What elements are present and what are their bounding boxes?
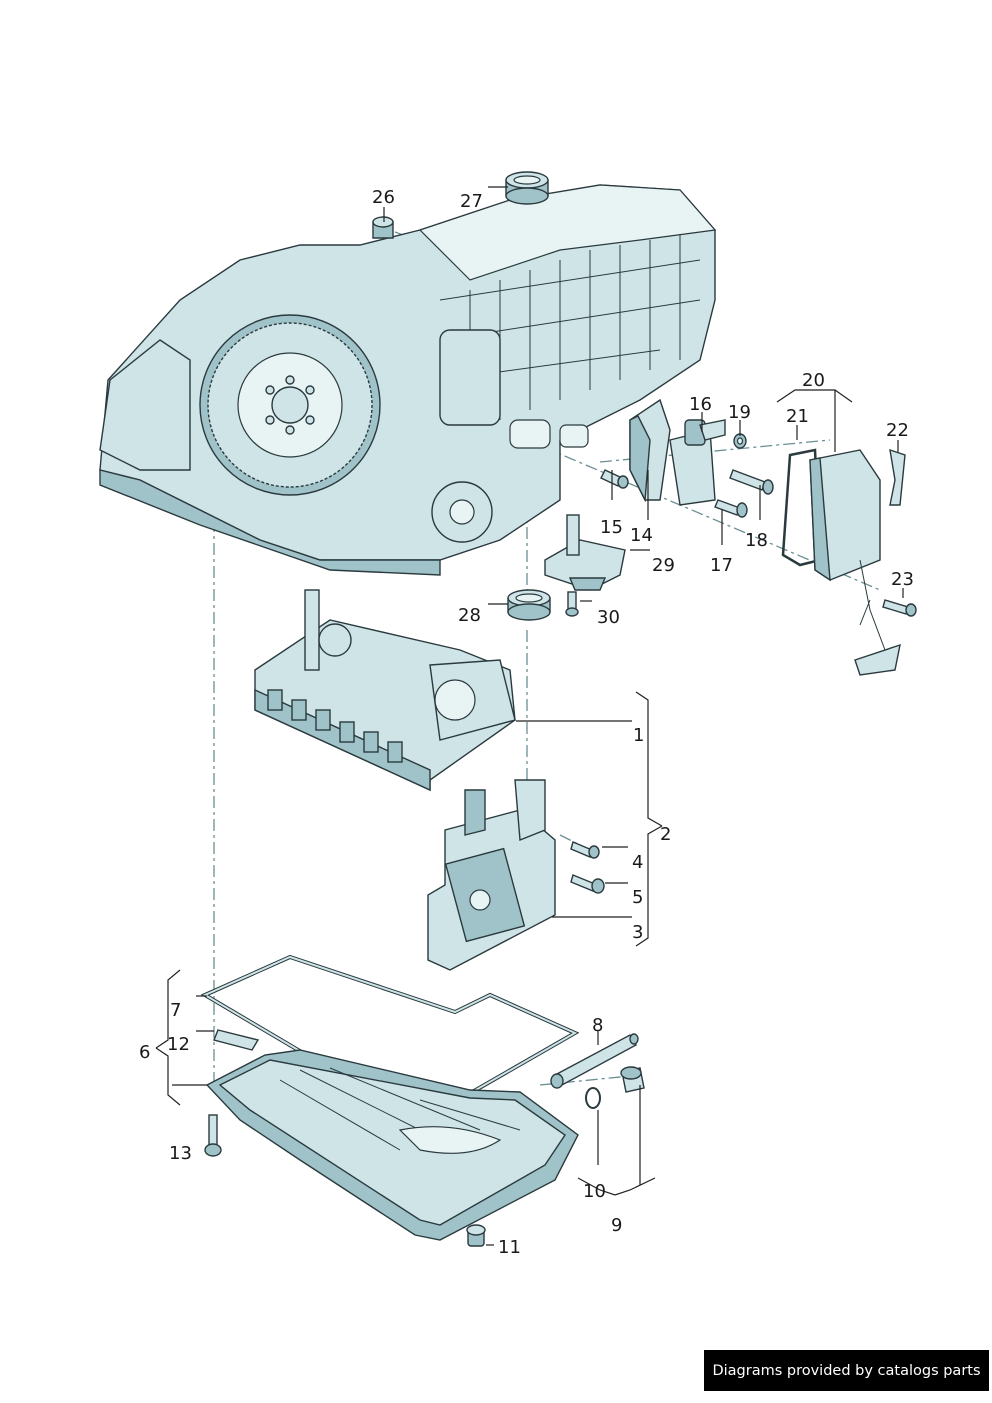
callout-20: 20 <box>802 370 825 391</box>
callout-4: 4 <box>632 852 643 873</box>
part-6-oil-pan <box>205 1049 579 1241</box>
callout-28: 28 <box>458 605 481 626</box>
callout-18: 18 <box>745 530 768 551</box>
attribution-text: Diagrams provided by catalogs parts <box>712 1362 981 1379</box>
callout-21: 21 <box>786 406 809 427</box>
callout-19: 19 <box>728 402 751 423</box>
callout-17: 17 <box>710 555 733 576</box>
part-13-bolt <box>204 1114 222 1157</box>
part-29-sensor <box>544 514 626 591</box>
part-10-o-ring <box>585 1087 601 1109</box>
part-14-bracket <box>629 398 671 503</box>
part-21-gasket <box>781 448 822 567</box>
callout-15: 15 <box>600 517 623 538</box>
flywheel-bolts <box>265 375 315 435</box>
callout-8: 8 <box>592 1015 603 1036</box>
callout-9: 9 <box>611 1215 622 1236</box>
part-22-clip <box>889 448 906 506</box>
part-1-valve-body <box>254 589 516 792</box>
part-18-bolt <box>729 469 774 495</box>
callout-7: 7 <box>170 1000 181 1021</box>
callout-16: 16 <box>689 394 712 415</box>
attribution-banner: Diagrams provided by catalogs parts <box>704 1350 989 1391</box>
part-9-plug <box>620 1066 645 1093</box>
part-3-control-unit <box>427 779 556 971</box>
part-8-tube <box>550 1033 639 1089</box>
callout-27: 27 <box>460 191 483 212</box>
part-28-seal <box>507 589 551 621</box>
callout-13: 13 <box>169 1143 192 1164</box>
callout-23: 23 <box>891 569 914 590</box>
part-11-plug <box>466 1224 486 1247</box>
callout-12: 12 <box>167 1034 190 1055</box>
callout-14: 14 <box>630 525 653 546</box>
part-30-bolt <box>565 591 579 617</box>
part-15-bolt <box>600 469 629 489</box>
callout-2: 2 <box>660 824 671 845</box>
part-16-valve <box>669 419 726 506</box>
callout-29: 29 <box>652 555 675 576</box>
leader-lines <box>155 186 904 1246</box>
part-5-bolt <box>570 874 605 894</box>
part-27-seal <box>505 171 549 205</box>
callout-labels: 26 27 20 16 19 21 22 15 14 18 29 17 23 2… <box>139 187 914 1258</box>
part-23-bolt <box>882 599 917 617</box>
callout-5: 5 <box>632 887 643 908</box>
part-26-plug <box>372 216 394 239</box>
callout-3: 3 <box>632 922 643 943</box>
part-20-cover <box>809 449 901 676</box>
part-4-bolt <box>570 841 600 859</box>
valve-body-solenoids <box>267 689 403 763</box>
callout-6: 6 <box>139 1042 150 1063</box>
part-19-washer <box>733 433 747 449</box>
callout-1: 1 <box>633 725 644 746</box>
callout-11: 11 <box>498 1237 521 1258</box>
part-17-bolt <box>714 499 748 518</box>
callout-10: 10 <box>583 1181 606 1202</box>
transmission-housing <box>99 184 717 576</box>
callout-30: 30 <box>597 607 620 628</box>
part-12-label <box>213 1029 260 1051</box>
callout-26: 26 <box>372 187 395 208</box>
callout-22: 22 <box>886 420 909 441</box>
